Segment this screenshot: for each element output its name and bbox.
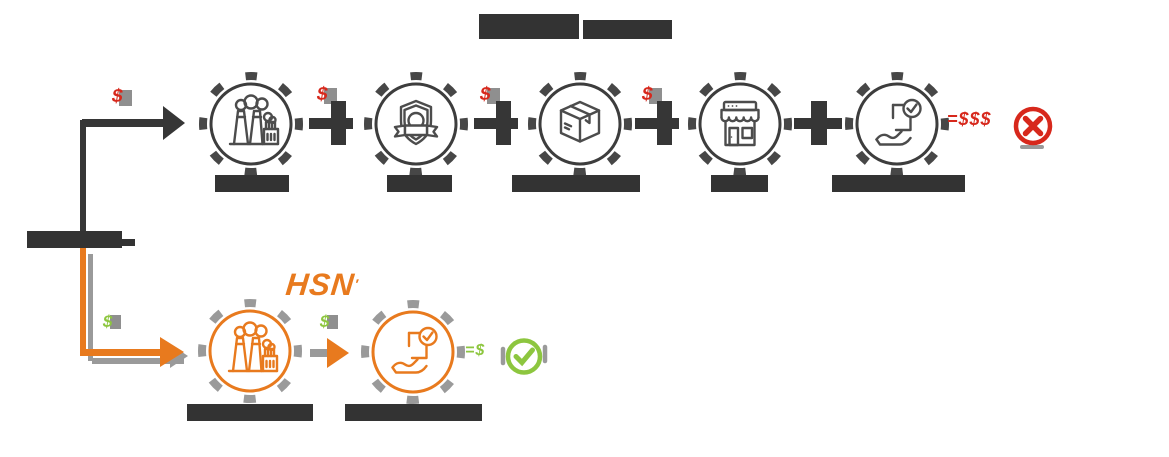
cost-marker-dollar: $ [110, 86, 136, 109]
title-redacted-bar [479, 14, 579, 39]
step-label-redacted [215, 175, 289, 192]
marker-shadow [110, 315, 121, 329]
result-cost-text-green: =$ [465, 342, 486, 359]
cost-marker-dollar-green: $ [101, 312, 127, 334]
crossed-out-circle-icon [1013, 106, 1053, 149]
fork-line-bottom-shadow-vertical [88, 254, 93, 361]
step-label-redacted [387, 175, 452, 192]
step-connector-arrow [474, 101, 522, 145]
fork-label-redacted [121, 239, 135, 246]
step-connector-arrow [794, 101, 842, 145]
step-label-redacted [187, 404, 313, 421]
quality-badge-icon [393, 99, 439, 146]
marker-shadow [119, 90, 132, 106]
step-connector-arrow [635, 101, 683, 145]
node-package-box [526, 70, 634, 178]
dashed-ring [364, 72, 468, 176]
bottom-connector-line [310, 349, 334, 357]
dashed-ring [688, 72, 792, 176]
cost-marker-dollar: $ [315, 84, 341, 107]
trademark-tick: ′ [353, 276, 360, 292]
entry-arrow-line [82, 119, 164, 127]
node-storefront [686, 70, 794, 178]
entry-arrowhead [163, 106, 185, 140]
marker-shadow [649, 88, 662, 104]
node-quality-badge [362, 70, 470, 178]
marker-shadow [487, 88, 500, 104]
result-cost-text: =$$$ [947, 109, 992, 129]
title-redacted-bar [583, 20, 672, 39]
cost-marker-dollar: $ [640, 84, 666, 107]
factory-icon [227, 321, 279, 373]
bottom-connector-arrowhead [327, 338, 349, 368]
step-connector-arrow [309, 101, 357, 145]
package-box-icon [559, 100, 601, 143]
cost-marker-dollar: $ [478, 84, 504, 107]
hsn-logo: HSN′ [284, 267, 360, 302]
marker-shadow [327, 315, 338, 329]
node-factory [197, 70, 305, 178]
fork-line-bottom-vertical [80, 248, 86, 356]
node-delivery-hand-hsn [359, 298, 467, 406]
factory-icon [228, 94, 280, 146]
storefront-icon [720, 100, 760, 147]
node-factory-hsn [196, 297, 304, 405]
marker-shadow [324, 88, 337, 104]
cost-marker-dollar-green: $ [318, 312, 344, 334]
step-label-redacted [512, 175, 640, 192]
delivery-hand-icon [875, 98, 922, 146]
delivery-hand-icon [391, 326, 438, 374]
fork-label-redacted [27, 231, 122, 248]
fork-arrowhead-orange [160, 337, 184, 367]
node-delivery-hand [843, 70, 951, 178]
fork-line-top-vertical [80, 120, 86, 237]
check-circle-icon [500, 338, 548, 375]
fork-line-bottom-shadow-horizontal [92, 358, 184, 364]
step-label-redacted [832, 175, 965, 192]
step-label-redacted [345, 404, 482, 421]
step-label-redacted [711, 175, 768, 192]
fork-line-bottom-horizontal [80, 349, 162, 356]
